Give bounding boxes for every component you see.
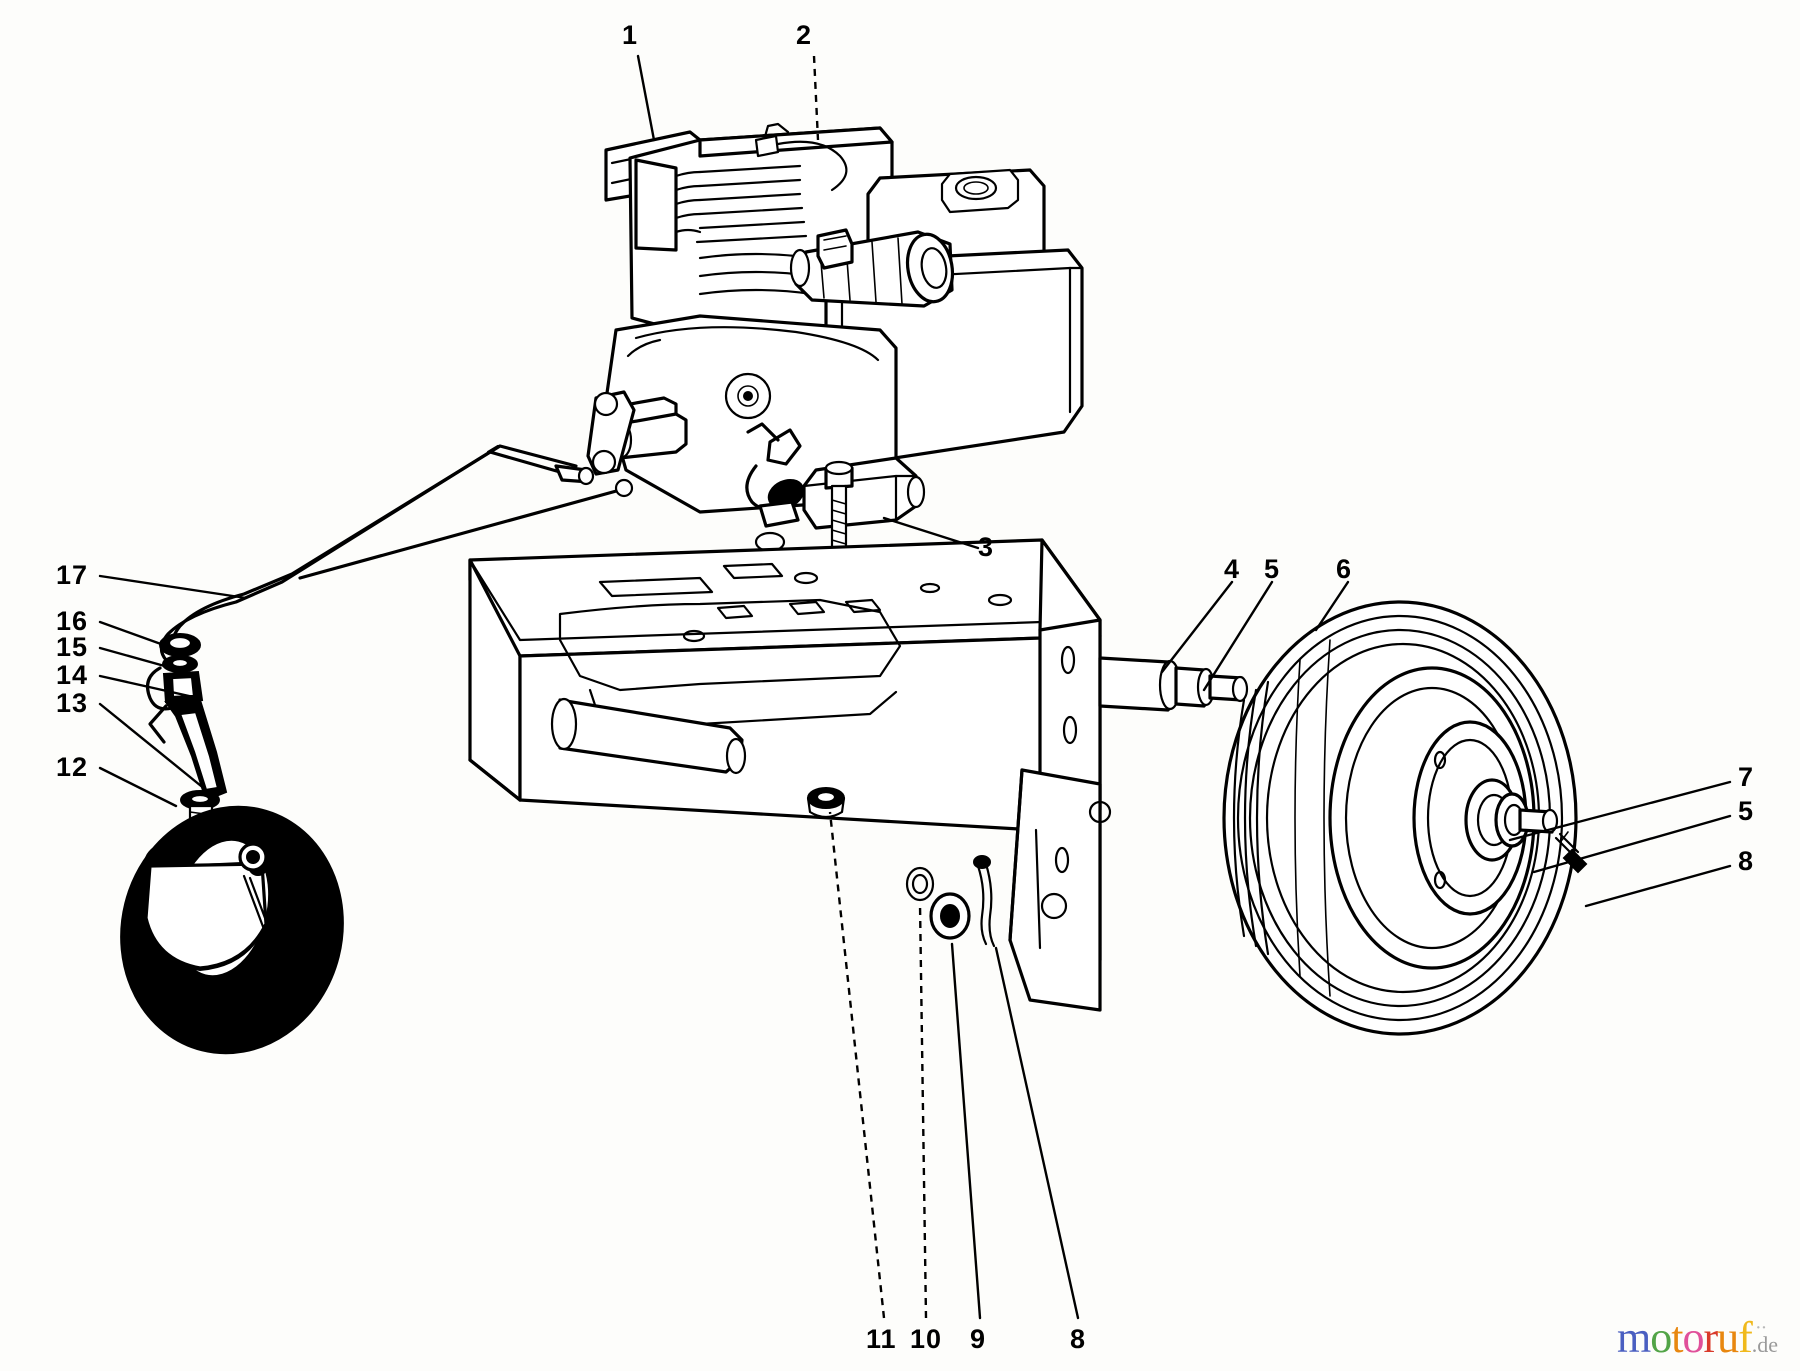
leader-3: [882, 516, 980, 550]
leader-5: [1202, 580, 1274, 692]
leader-13: [98, 702, 208, 792]
caster-assembly-drawing: [120, 633, 344, 1055]
leader-17: [98, 574, 248, 600]
leader-8-bottom: [994, 946, 1080, 1320]
callout-number-5: 5: [1264, 554, 1281, 584]
watermark-letter-o2: o: [1682, 1313, 1704, 1362]
leader-8b: [1584, 864, 1732, 908]
watermark-letter-m: m: [1617, 1313, 1651, 1362]
callout-number-9: 9: [970, 1324, 987, 1354]
leader-16: [98, 620, 174, 650]
leader-10: [918, 903, 928, 1319]
leader-9: [950, 942, 982, 1320]
callout-number-8: 8: [1070, 1324, 1087, 1354]
bottom-hardware-drawing: [806, 787, 996, 948]
callout-number-3: 3: [978, 532, 995, 562]
callout-number-17: 17: [56, 560, 89, 590]
leader-6: [1314, 580, 1350, 632]
callout-number-14: 14: [56, 660, 89, 690]
callout-number-11: 11: [866, 1324, 897, 1354]
callout-number-4: 4: [1224, 554, 1241, 584]
callout-number-5b: 5: [1738, 796, 1755, 826]
watermark-letter-f: f: [1738, 1313, 1753, 1362]
watermark-letter-r: r: [1703, 1313, 1718, 1362]
leader-14: [98, 674, 200, 700]
leader-4: [1160, 580, 1234, 674]
callout-number-2: 2: [796, 20, 813, 50]
watermark-dot-accent: ··: [1755, 1317, 1767, 1339]
callout-number-1: 1: [622, 20, 639, 50]
callout-number-10: 10: [910, 1324, 943, 1354]
leader-1: [636, 54, 656, 142]
callout-number-16: 16: [56, 606, 89, 636]
leader-2: [812, 55, 820, 141]
leader-5b: [1532, 814, 1732, 874]
right-wheel-assembly-drawing: [1098, 600, 1588, 1036]
callout-number-7: 7: [1738, 762, 1755, 792]
leader-11: [828, 811, 886, 1319]
callout-number-13: 13: [56, 688, 89, 718]
watermark-letter-o1: o: [1650, 1313, 1672, 1362]
leader-12: [98, 766, 178, 808]
watermark-letter-t: t: [1671, 1313, 1683, 1362]
frame-deck-drawing: [468, 538, 1112, 1012]
watermark-letter-u: u: [1717, 1313, 1739, 1362]
leader-15: [98, 646, 188, 674]
watermark-suffix: .de: [1751, 1332, 1779, 1357]
callout-number-6: 6: [1336, 554, 1353, 584]
callout-number-15: 15: [56, 632, 89, 662]
callout-number-12: 12: [56, 752, 89, 782]
callout-leader-lines: [98, 54, 1732, 1320]
leader-7: [1508, 780, 1732, 842]
callout-number-8b: 8: [1738, 846, 1755, 876]
motoruf-watermark-logo: motoruf.de ··: [1617, 1316, 1778, 1360]
